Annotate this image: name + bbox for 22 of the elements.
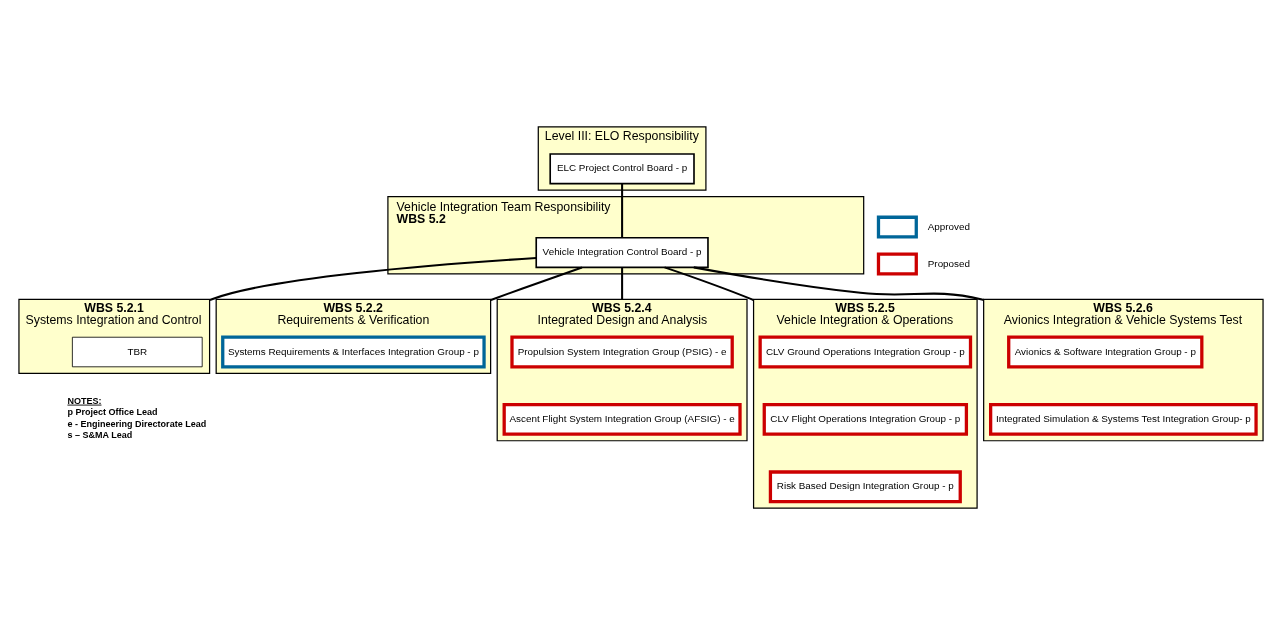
label: NOTES:: [67, 395, 102, 406]
node-box: ELC Project Control Board - p: [549, 153, 695, 185]
label: e - Engineering Directorate Lead: [67, 418, 207, 429]
node-box: CLV Flight Operations Integration Group - p: [762, 402, 969, 436]
node-box: Propulsion System Integration Group (PSIG) - e: [510, 335, 734, 369]
node-box: Avionics & Software Integration Group - p: [1007, 335, 1204, 369]
label: p Project Office Lead: [67, 407, 158, 418]
node-box: Vehicle Integration Control Board - p: [535, 236, 709, 269]
connector: [621, 267, 624, 300]
connector: [490, 266, 583, 301]
connector: [664, 266, 754, 302]
node-box: Integrated Simulation & Systems Test Integration Group- p: [989, 402, 1258, 436]
connector: [621, 183, 624, 238]
node-box: Ascent Flight System Integration Group (AFSIG) - e: [502, 402, 742, 436]
label: s – S&MA Lead: [67, 430, 133, 441]
node-box: TBR: [71, 336, 203, 368]
node-box: CLV Ground Operations Integration Group - p: [758, 335, 973, 369]
node-box: Risk Based Design Integration Group - p: [768, 470, 962, 504]
connector: [209, 257, 537, 301]
legend-label: Approved: [927, 220, 970, 232]
node-box: Systems Requirements & Interfaces Integration Group - p: [221, 335, 486, 369]
legend-label: Proposed: [927, 257, 970, 269]
